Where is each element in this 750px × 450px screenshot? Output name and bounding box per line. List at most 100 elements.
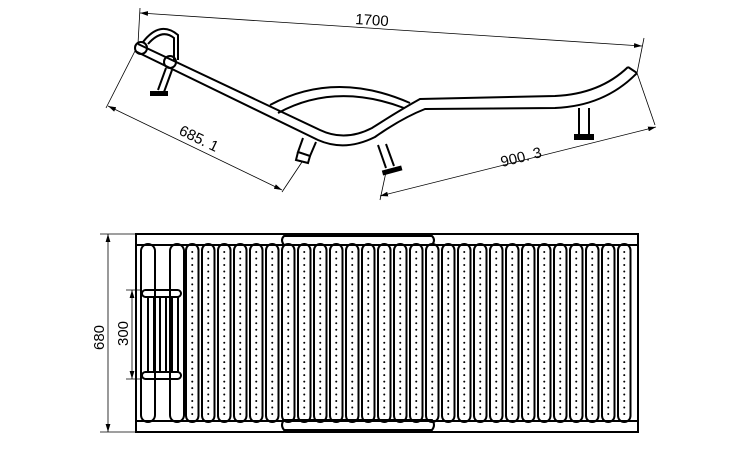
slat-hole [415, 251, 418, 253]
slat-hole [431, 380, 434, 383]
slat-hole [543, 257, 546, 260]
slat-hole [479, 367, 482, 370]
slat-hole [479, 348, 482, 351]
slat-hole [543, 251, 546, 253]
slat-hole [495, 341, 498, 344]
slat-hole [255, 309, 258, 312]
slat-hole [463, 270, 466, 273]
slat-hole [223, 283, 226, 286]
slat-hole [367, 348, 370, 351]
slat-hole [191, 341, 194, 344]
slat [185, 243, 200, 423]
slat-hole [575, 335, 578, 338]
slat-hole [239, 335, 242, 338]
slat-hole [207, 361, 210, 364]
slat-hole [383, 387, 386, 390]
slat-hole [399, 361, 402, 364]
slat-hole [543, 276, 546, 279]
slat-hole [287, 380, 290, 383]
slat-hole [431, 309, 434, 312]
slat-hole [207, 406, 210, 409]
slat-hole [223, 367, 226, 370]
slat-hole [527, 263, 530, 266]
slat-hole [607, 361, 610, 364]
slat-hole [527, 283, 530, 286]
slat-hole [191, 270, 194, 273]
slat-hole [191, 348, 194, 351]
slat-hole [447, 315, 450, 318]
slat-hole [255, 335, 258, 338]
slat-hole [463, 387, 466, 390]
slat-hole [335, 315, 338, 318]
slat-hole [351, 270, 354, 273]
slat-hole [479, 341, 482, 344]
slat-hole [511, 367, 514, 370]
slat-hole [463, 257, 466, 260]
slat-hole [335, 251, 338, 253]
slat-hole [207, 309, 210, 312]
slat-hole [575, 354, 578, 357]
slat-hole [511, 328, 514, 331]
slat-hole [511, 251, 514, 253]
slat-hole [495, 263, 498, 266]
slat-hole [559, 289, 562, 292]
slat-hole [319, 251, 322, 253]
slat-hole [239, 251, 242, 253]
slat-hole [207, 270, 210, 273]
slat-hole [575, 289, 578, 292]
slat-hole [335, 387, 338, 390]
slat-hole [399, 289, 402, 292]
slat-hole [479, 406, 482, 409]
slat-hole [591, 276, 594, 279]
slat-hole [479, 328, 482, 331]
slat-hole [255, 380, 258, 383]
slat-hole [287, 315, 290, 318]
slat-hole [479, 315, 482, 318]
slat-hole [527, 361, 530, 364]
slat-hole [511, 387, 514, 390]
slat-hole [319, 387, 322, 390]
slat-hole [223, 348, 226, 351]
slat-hole [463, 309, 466, 312]
slat-hole [399, 263, 402, 266]
slat-hole [399, 387, 402, 390]
slat-hole [559, 348, 562, 351]
slat-hole [383, 341, 386, 344]
slat-hole [415, 400, 418, 403]
slat-hole [383, 380, 386, 383]
slat-hole [447, 393, 450, 396]
slat-hole [607, 283, 610, 286]
slat-hole [319, 270, 322, 273]
slat-hole [479, 257, 482, 260]
slat-hole [511, 374, 514, 377]
slat-hole [495, 257, 498, 260]
slat-hole [287, 270, 290, 273]
slat-hole [335, 322, 338, 325]
slat-hole [383, 309, 386, 312]
slat-hole [191, 361, 194, 364]
slat-hole [319, 322, 322, 325]
slat-hole [495, 361, 498, 364]
slat-hole [479, 354, 482, 357]
slat-hole [463, 322, 466, 325]
slat-hole [559, 341, 562, 344]
slat-hole [303, 393, 306, 396]
slat-hole [191, 263, 194, 266]
slat-hole [399, 251, 402, 253]
slat-hole [191, 283, 194, 286]
slat-hole [415, 367, 418, 370]
slat-hole [191, 328, 194, 331]
slat-hole [399, 406, 402, 409]
slat-hole [479, 270, 482, 273]
slat-hole [511, 400, 514, 403]
slat-hole [607, 406, 610, 409]
slat-hole [191, 413, 194, 415]
dim-width-label: 680 [91, 325, 108, 350]
slat-hole [255, 387, 258, 390]
slat-hole [623, 302, 626, 305]
slat-hole [431, 341, 434, 344]
slat-hole [255, 283, 258, 286]
slat-hole [623, 400, 626, 403]
slat-hole [591, 296, 594, 299]
slat-hole [351, 322, 354, 325]
